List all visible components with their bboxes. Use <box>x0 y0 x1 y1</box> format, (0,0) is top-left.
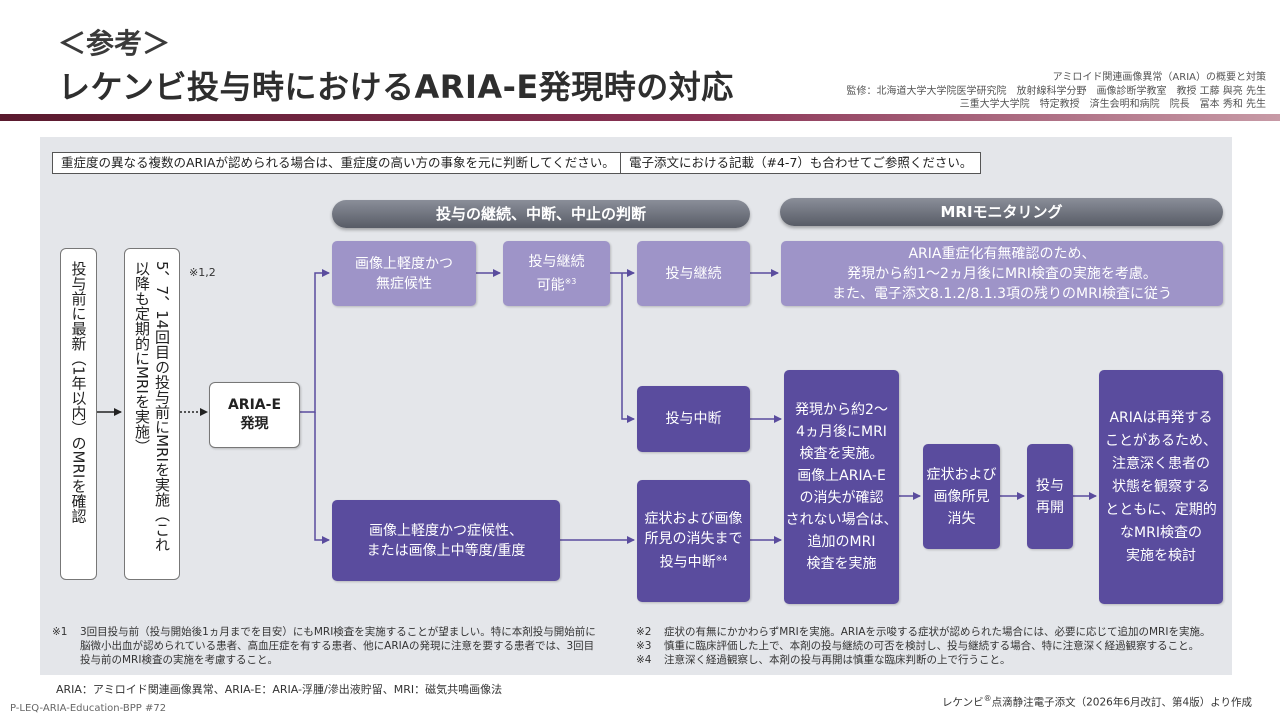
follow-up-mri-line: 検査を実施 <box>806 556 877 572</box>
recurrence-caution-box: ARIAは再発する ことがあるため、 注意深く患者の 状態を観察する とともに、… <box>1099 370 1223 604</box>
resume-line: 投与 <box>1036 477 1064 494</box>
mri-monitoring-line: また、電子添文8.1.2/8.1.3項の残りのMRI検査に従う <box>832 285 1172 302</box>
resolved-line: 画像所見 <box>933 488 990 505</box>
follow-up-mri-line: 画像上ARIA-E <box>797 468 886 484</box>
recurrence-line: 実施を検討 <box>1126 547 1196 564</box>
resume-dosing-box: 投与 再開 <box>1027 444 1073 549</box>
ref-4: ※4 <box>715 554 728 564</box>
follow-up-mri-line: 検査を実施。 <box>799 446 884 462</box>
pre-dose-mri-box: 投与前に最新（1年以内）のMRIを確認 <box>60 248 97 580</box>
arrow-aria-branch-lower <box>314 412 330 544</box>
interrupt-dosing-box: 投与中断 <box>637 386 750 452</box>
pre-dose-mri-text: 投与前に最新（1年以内）のMRIを確認 <box>69 261 88 524</box>
continue-possible-line: 可能 <box>536 277 565 294</box>
mri-monitoring-line: 発現から約1～2ヵ月後にMRI検査の実施を考慮。 <box>847 265 1157 282</box>
follow-up-mri-line: されない場合は、 <box>785 512 898 528</box>
until-resolved-line: 所見の消失まで <box>644 531 743 548</box>
mild-asymptomatic-line: 画像上軽度かつ <box>355 255 453 272</box>
interrupt-until-resolved-box: 症状および画像 所見の消失まで 投与中断※4 <box>637 480 750 602</box>
footnotes-2-4: ※2 症状の有無にかかわらずMRIを実施。ARIAを示唆する症状が認められた場合に… <box>636 625 1226 667</box>
follow-up-mri-line: 追加のMRI <box>807 534 876 550</box>
resolved-line: 症状および <box>926 466 997 483</box>
severity-line: または画像上中等度/重度 <box>366 542 526 559</box>
symptoms-resolved-box: 症状および 画像所見 消失 <box>923 444 1000 549</box>
continue-dosing-box: 投与継続 <box>637 241 750 306</box>
footnote-mark: ※2 <box>636 626 652 638</box>
supervision-line: アミロイド関連画像異常（ARIA）の概要と対策 <box>1052 72 1266 83</box>
recurrence-line: なMRI検査の <box>1120 524 1202 541</box>
footnote-mark: ※3 <box>636 640 652 652</box>
until-resolved-line: 症状および画像 <box>644 511 743 528</box>
ref-3: ※3 <box>564 276 577 286</box>
supervision-credit: アミロイド関連画像異常（ARIA）の概要と対策 監修：北海道大学大学院医学研究院… <box>796 71 1266 112</box>
aria-e-label: ARIA-E <box>227 397 282 413</box>
until-resolved-line: 投与中断 <box>659 554 716 571</box>
aria-e-onset-box: ARIA-E 発現 <box>209 382 300 448</box>
supervision-line: 監修：北海道大学大学院医学研究院 放射線科学分野 画像診断学教室 教授 工藤 與… <box>846 85 1266 97</box>
footnote-text: 症状の有無にかかわらずMRIを実施。ARIAを示唆する症状が認められた場合には、… <box>664 626 1211 638</box>
registered-mark: ® <box>983 694 992 703</box>
follow-up-mri-line: 4ヵ月後にMRI <box>796 424 887 440</box>
mri-section-header: MRIモニタリング <box>780 198 1223 226</box>
label-reference-note: 電子添文における記載（#4-7）も合わせてご参照ください。 <box>620 152 982 174</box>
mri-monitoring-note-box: ARIA重症化有無確認のため、 発現から約1～2ヵ月後にMRI検査の実施を考慮。… <box>781 241 1223 306</box>
footnote-text: 脳微小出血が認められている患者、高血圧症を有する患者、他にARIAの発現に注意を… <box>80 640 595 652</box>
resume-line: 再開 <box>1036 499 1064 516</box>
follow-up-mri-line: の消失が確認 <box>799 490 884 506</box>
dose-mri-text: 5、7、14回目の投与前にMRIを実施（これ以降も定期的にMRIを実施） <box>133 261 171 552</box>
header-divider-bar <box>0 114 1280 121</box>
interrupt-dosing-label: 投与中断 <box>665 411 722 427</box>
footnote-1: ※1 3回目投与前（投与開始後1ヵ月までを目安）にもMRI検査を実施することが望ま… <box>52 625 622 667</box>
decision-section-header: 投与の継続、中断、中止の判断 <box>332 200 750 228</box>
document-code: P-LEQ-ARIA-Education-BPP #72 <box>10 703 167 714</box>
page-title: レケンビ投与時におけるARIA-E発現時の対応 <box>58 68 734 106</box>
arrow-aria-branch <box>300 269 330 413</box>
continue-dosing-label: 投与継続 <box>665 265 722 282</box>
mild-symptomatic-or-severe-box: 画像上軽度かつ症候性、 または画像上中等度/重度 <box>332 500 560 581</box>
footnote-mark: ※1 <box>52 626 68 638</box>
footnote-text: 投与前のMRI検査の実施を考慮すること。 <box>80 654 278 666</box>
mild-asymptomatic-box: 画像上軽度かつ 無症候性 <box>332 241 476 306</box>
source-text: 点滴静注電子添文（2026年6月改訂、第4版）より作成 <box>991 696 1252 709</box>
abbreviations: ARIA：アミロイド関連画像異常、ARIA-E：ARIA-浮腫/滲出液貯留、MR… <box>56 683 503 696</box>
recurrence-line: 注意深く患者の <box>1112 455 1210 472</box>
recurrence-line: ことがあるため、 <box>1105 432 1217 449</box>
footnote-text: 注意深く経過観察し、本剤の投与再開は慎重な臨床判断の上で行うこと。 <box>664 654 1011 666</box>
continue-possible-box: 投与継続 可能※3 <box>503 241 610 306</box>
severity-line: 画像上軽度かつ症候性、 <box>369 522 523 539</box>
resolved-line: 消失 <box>947 510 976 527</box>
footnote-text: 3回目投与前（投与開始後1ヵ月までを目安）にもMRI検査を実施することが望ましい… <box>80 626 596 638</box>
mild-asymptomatic-line: 無症候性 <box>376 275 432 292</box>
follow-up-mri-line: 発現から約2～ <box>795 402 888 418</box>
footnote-text: 慎重に臨床評価した上で、本剤の投与継続の可否を検討し、投与継続する場合、特に注意… <box>664 640 1200 652</box>
continue-possible-line: 投与継続 <box>528 253 585 270</box>
page-subtitle: ＜参考＞ <box>58 27 171 60</box>
recurrence-line: ARIAは再発する <box>1109 409 1213 426</box>
arrow-possible-to-interrupt <box>621 273 635 423</box>
aria-e-onset-label: 発現 <box>240 416 269 432</box>
follow-up-mri-box: 発現から約2～ 4ヵ月後にMRI 検査を実施。 画像上ARIA-E の消失が確認… <box>784 370 899 604</box>
footnote-mark: ※4 <box>636 654 652 666</box>
mri-monitoring-line: ARIA重症化有無確認のため、 <box>908 245 1096 262</box>
source-drug: レケンビ <box>941 696 984 709</box>
recurrence-line: とともに、定期的 <box>1105 501 1217 518</box>
ref-1-2: ※1,2 <box>189 266 216 279</box>
recurrence-line: 状態を観察する <box>1112 478 1210 495</box>
dose-mri-box: 5、7、14回目の投与前にMRIを実施（これ以降も定期的にMRIを実施） <box>124 248 180 580</box>
source-citation: レケンビ®点滴静注電子添文（2026年6月改訂、第4版）より作成 <box>942 694 1252 710</box>
supervision-line: 三重大学大学院 特定教授 済生会明和病院 院長 冨本 秀和 先生 <box>959 99 1266 110</box>
